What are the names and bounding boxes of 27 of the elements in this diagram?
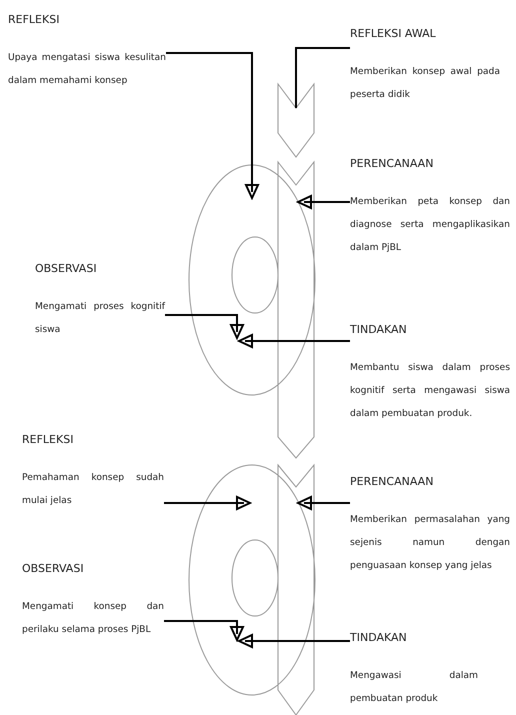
stage-description: Memberikan permasalahan yang sejenis namun dengan penguasaan konsep yang jelas [350,513,510,573]
stage-description: Membantu siswa dalam proses kognitif serta mengawasi siswa dalam pembuatan produk. [350,361,510,421]
leader-line [164,620,244,641]
leader-line [164,496,251,510]
stage-description: Mengamati proses kognitif siswa [35,300,165,337]
stage-heading: PERENCANAAN [350,475,434,488]
leader-line [238,634,350,648]
stage-heading: OBSERVASI [22,562,84,575]
stage-heading: TINDAKAN [350,631,407,644]
stage-description: Mengamati konsep dan perilaku selama proses PjBL [22,600,164,637]
leader-line [165,314,244,339]
leader-line [166,52,259,199]
stage-description: Mengawasi dalam pembuatan produk [350,669,478,706]
stage-description: Memberikan peta konsep dan diagnose serta mengaplikasikan dalam PjBL [350,195,510,255]
stage-description: Pemahaman konsep sudah mulai jelas [22,471,164,508]
leader-line [297,496,350,510]
leader-line [295,47,350,108]
leader-line [238,334,350,348]
stage-heading: OBSERVASI [35,262,97,275]
stage-heading: REFLEKSI [8,13,60,26]
leader-line [297,195,350,209]
stage-description: Memberikan konsep awal pada peserta didik [350,65,500,102]
stage-description: Upaya mengatasi siswa kesulitan dalam memahami konsep [8,51,166,88]
stage-heading: PERENCANAAN [350,157,434,170]
stage-heading: REFLEKSI AWAL [350,27,436,40]
stage-heading: REFLEKSI [22,433,74,446]
stage-heading: TINDAKAN [350,323,407,336]
